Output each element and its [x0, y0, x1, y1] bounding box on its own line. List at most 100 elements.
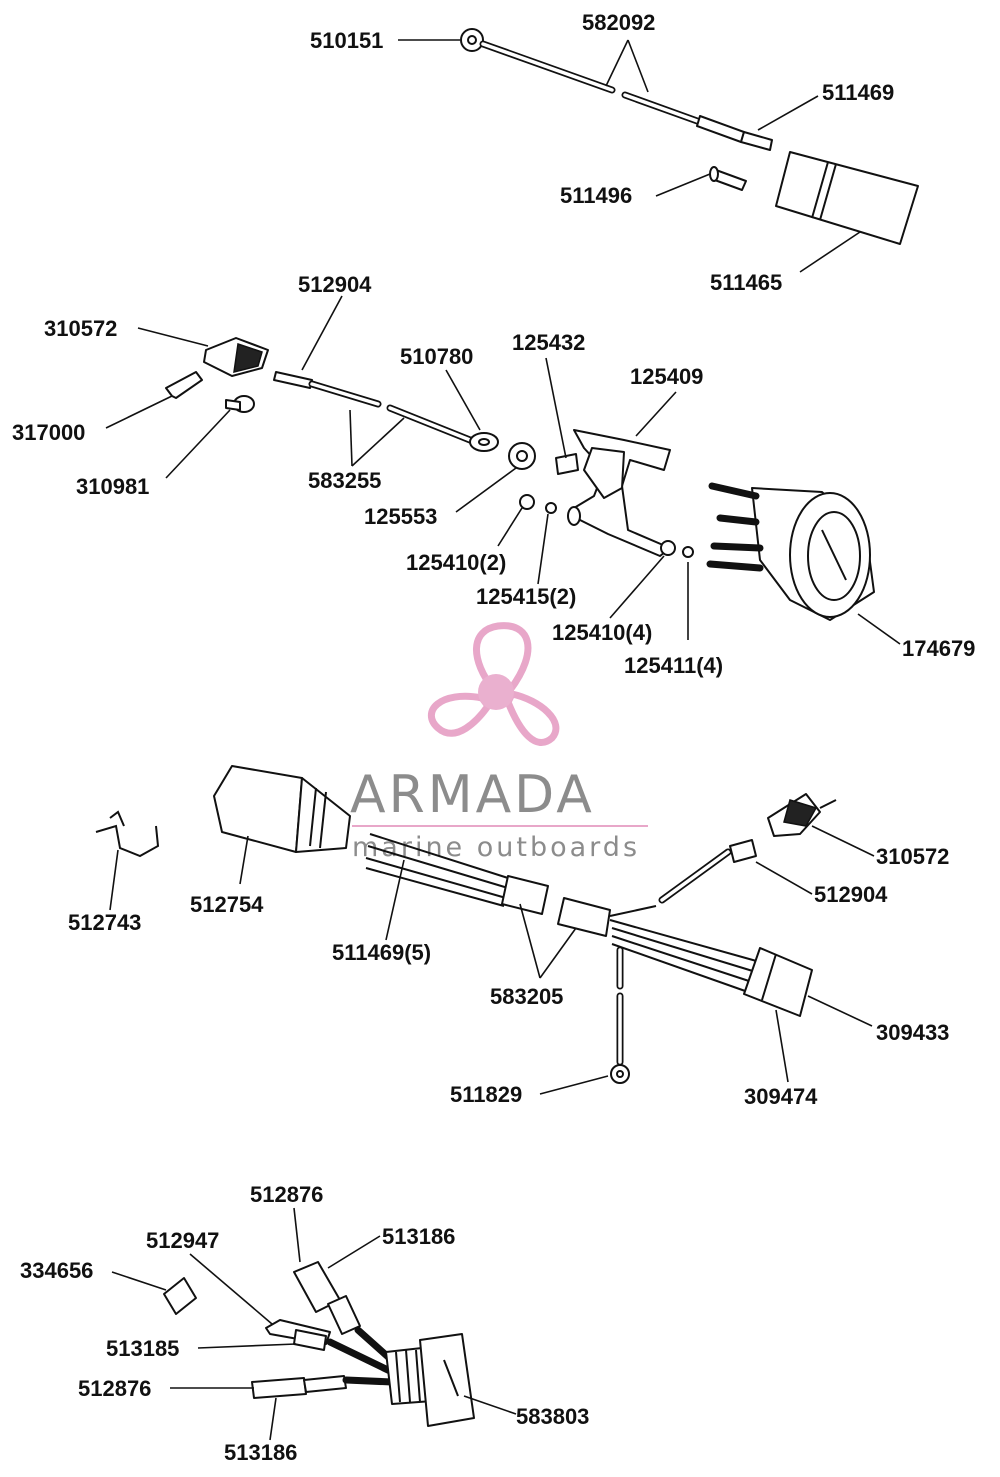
- plug-ring-1: [309, 787, 317, 847]
- switch-assembly: [111, 1207, 517, 1441]
- harness-wire-5: [609, 919, 761, 963]
- label-512904-a: 512904: [298, 272, 372, 297]
- connector-body-dark: [233, 343, 263, 373]
- label-310572-a: 310572: [44, 316, 117, 341]
- label-512904-b: 512904: [814, 882, 888, 907]
- label-513186-b: 513186: [224, 1440, 297, 1465]
- label-317000: 317000: [12, 420, 85, 445]
- label-511829: 511829: [450, 1082, 522, 1107]
- harness-wire-3: [365, 857, 507, 899]
- bracket-125409: [573, 429, 671, 557]
- terminal-512876-b: [251, 1377, 307, 1399]
- label-512743: 512743: [68, 910, 141, 935]
- label-513185: 513185: [106, 1336, 179, 1361]
- clip-512743: [95, 824, 160, 858]
- terminal-pin: [740, 131, 773, 151]
- label-510780: 510780: [400, 344, 473, 369]
- terminal-511469: [696, 115, 745, 143]
- gauge-stud-4: [706, 560, 764, 572]
- label-510151: 510151: [310, 28, 383, 53]
- switch-lead-3: [342, 1376, 396, 1386]
- washer-125415-2: [545, 502, 557, 514]
- part-number-labels: 510151 582092 511469 511496 511465 51290…: [12, 10, 975, 1465]
- harness-wire-2: [367, 845, 509, 889]
- watermark: ARMADA marine outboards: [350, 622, 648, 863]
- label-512876-a: 512876: [250, 1182, 323, 1207]
- fuse-334656: [163, 1277, 197, 1315]
- ring-hole-511829: [616, 1070, 624, 1078]
- switch-lead-2: [326, 1338, 396, 1376]
- connector-rib: [761, 953, 777, 1001]
- sleeve-583205-b: [557, 897, 611, 937]
- nut-125410-2: [519, 494, 535, 510]
- label-583803: 583803: [516, 1404, 589, 1429]
- label-583205: 583205: [490, 984, 563, 1009]
- pin-head: [709, 166, 719, 182]
- harness-wire-1: [369, 833, 509, 879]
- label-512947: 512947: [146, 1228, 219, 1253]
- socket-center: [516, 450, 528, 462]
- watermark-brand: ARMADA: [350, 765, 595, 825]
- plug-ring-2: [319, 791, 327, 849]
- terminal-512904: [273, 371, 313, 389]
- harness-wire-6: [611, 927, 757, 973]
- label-512876-b: 512876: [78, 1376, 151, 1401]
- bracket-317000: [165, 371, 203, 399]
- sleeve-583205-a: [501, 875, 549, 915]
- bracket-hole: [567, 506, 581, 526]
- bracket-socket: [583, 447, 625, 499]
- ring-hole-510780: [478, 438, 490, 446]
- plug-ridge-2: [819, 163, 837, 221]
- label-511465: 511465: [710, 270, 782, 295]
- connector-310572-b-dark: [783, 799, 818, 827]
- lead-wire-1-core: [310, 382, 380, 406]
- lockwasher-125411-4: [682, 546, 694, 558]
- switch-threads: [395, 1347, 431, 1403]
- harness-wire-8: [611, 943, 749, 993]
- terminal-512904-b: [729, 839, 757, 863]
- label-511469-5: 511469(5): [332, 940, 431, 965]
- lead-wire-2-core: [388, 406, 472, 442]
- label-309433: 309433: [876, 1020, 949, 1045]
- label-511496: 511496: [560, 183, 632, 208]
- harness-wire-7: [611, 935, 753, 983]
- gauge-stud-3: [710, 542, 764, 552]
- gauge-stud-1: [708, 482, 760, 500]
- switch-flange-583803: [419, 1333, 475, 1427]
- gauge-assembly: [105, 295, 901, 645]
- lead-to-512904-core: [660, 850, 730, 902]
- watermark-tagline: marine outboards: [352, 832, 640, 863]
- plug-512754: [213, 765, 303, 853]
- label-511469: 511469: [822, 80, 894, 105]
- label-125432: 125432: [512, 330, 585, 355]
- connector-513186-a: [327, 1295, 361, 1335]
- connector-310572-b-tab: [819, 799, 837, 809]
- plug-housing-511465: [775, 151, 919, 245]
- label-125410-2: 125410(2): [406, 550, 506, 575]
- label-513186-a: 513186: [382, 1224, 455, 1249]
- nut-125410-4: [660, 540, 676, 556]
- clip-hook: [109, 810, 125, 827]
- label-583255: 583255: [308, 468, 381, 493]
- label-125553: 125553: [364, 504, 437, 529]
- plug-ridge-1: [811, 161, 829, 219]
- label-125415-2: 125415(2): [476, 584, 576, 609]
- ring-terminal-hole: [467, 35, 477, 45]
- harness-assembly: [95, 765, 875, 1095]
- screw-shank: [225, 399, 241, 411]
- label-310572-b: 310572: [876, 844, 949, 869]
- label-125409: 125409: [630, 364, 703, 389]
- connector-309433: [743, 947, 813, 1017]
- label-309474: 309474: [744, 1084, 818, 1109]
- propeller-logo-icon: [428, 622, 560, 746]
- cable-segment-2-core: [623, 93, 702, 124]
- gauge-needle: [821, 529, 847, 581]
- label-125410-4: 125410(4): [552, 620, 652, 645]
- label-512754: 512754: [190, 892, 264, 917]
- label-174679: 174679: [902, 636, 975, 661]
- tach-cable-assembly: [398, 28, 919, 273]
- harness-wire-4: [365, 867, 505, 907]
- gauge-stud-2: [716, 514, 760, 526]
